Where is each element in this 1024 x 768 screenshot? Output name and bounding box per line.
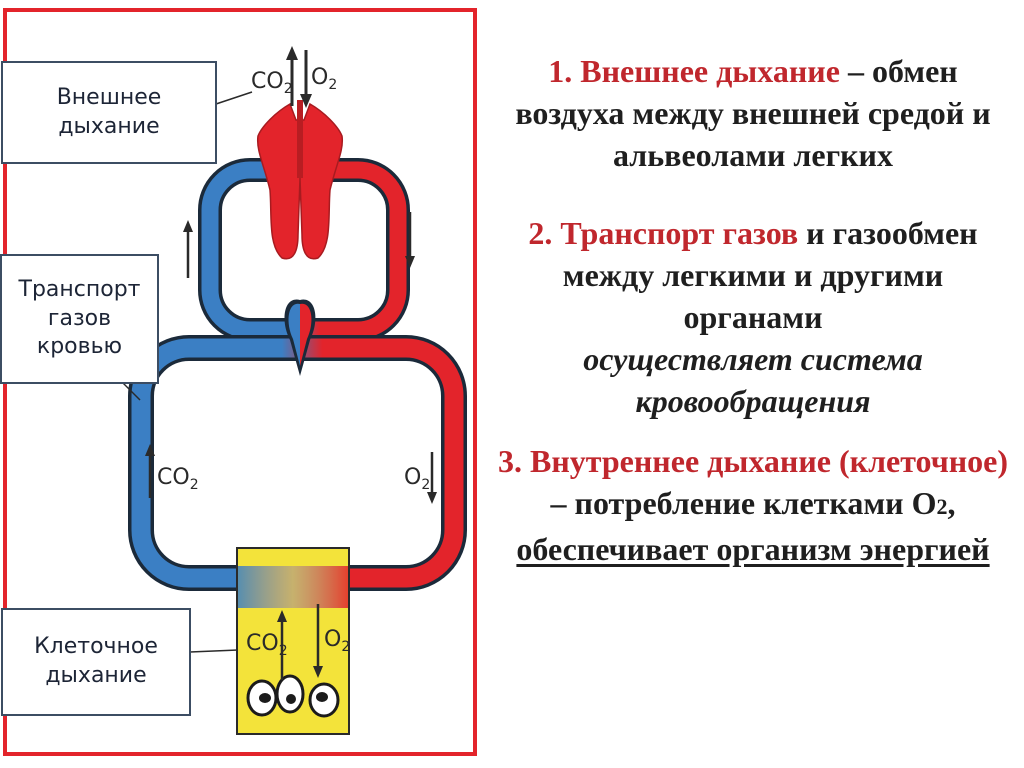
lungs [256,100,344,260]
point-1-text: – обмен воздуха между внешней средой и а… [515,53,991,173]
cellular-leader-line [189,649,239,653]
transport-label-line-2: газов [47,305,112,331]
external-leader-line [215,91,253,105]
tissue-co2-arrow-icon [277,610,287,680]
lung-o2-label: O2 [311,65,337,93]
point-2-text: и газообмен между легкими и другими орга… [562,215,978,335]
tissue-co2-label: CO2 [246,631,288,659]
flow-down-arrow-icon [405,212,415,268]
heart [284,299,316,376]
co2-up-arrow-icon [145,444,155,498]
external-label-line-2: дыхание [58,113,160,139]
point-3-comma: , [947,485,956,521]
external-label-line-1: Внешнее [56,84,162,110]
explanation-panel: 1. Внешнее дыхание – обмен воздуха между… [490,50,1016,570]
point-2-heading: 2. Транспорт газов [528,215,799,251]
point-3-heading: 3. Внутреннее дыхание (клеточное) [497,443,1009,479]
flow-up-arrow-icon [183,220,193,278]
transport-label-line-3: кровью [36,334,123,360]
point-gas-transport: 2. Транспорт газов и газообмен между лег… [490,212,1016,422]
point-2-italic: осуществляет система кровообращения [583,341,923,419]
point-3-text: – потребление клетками O [550,485,937,521]
tissue-o2-arrow-icon [313,604,323,678]
point-internal-breathing: 3. Внутреннее дыхание (клеточное) – потр… [490,440,1016,570]
gas-transport-label: Транспорт газов кровью [0,254,159,384]
transport-label-line-1: Транспорт [18,277,141,303]
point-1-heading: 1. Внешнее дыхание [548,53,840,89]
o2-down-arrow-icon [427,452,437,504]
cellular-label-line-1: Клеточное [34,634,158,660]
circulation-diagram: CO2 O2 CO2 O2 CO2 O2 [121,46,467,735]
transport-leader-line [121,381,141,401]
cellular-breathing-label: Клеточное дыхание [1,608,191,716]
systemic-loop [128,335,467,591]
external-breathing-label: Внешнее дыхание [1,61,217,164]
lung-co2-label: CO2 [251,69,293,97]
loop-co2-label: CO2 [157,465,199,493]
cells [246,674,340,718]
point-3-subscript: 2 [936,494,948,519]
lung-co2-arrow-icon [286,46,298,106]
loop-o2-label: O2 [404,465,430,493]
point-external-breathing: 1. Внешнее дыхание – обмен воздуха между… [490,50,1016,176]
lung-o2-arrow-icon [300,50,312,108]
point-3-underlined: обеспечивает организм энергией [516,531,990,567]
cellular-label-line-2: дыхание [45,663,147,688]
tissue-o2-label: O2 [324,627,350,655]
